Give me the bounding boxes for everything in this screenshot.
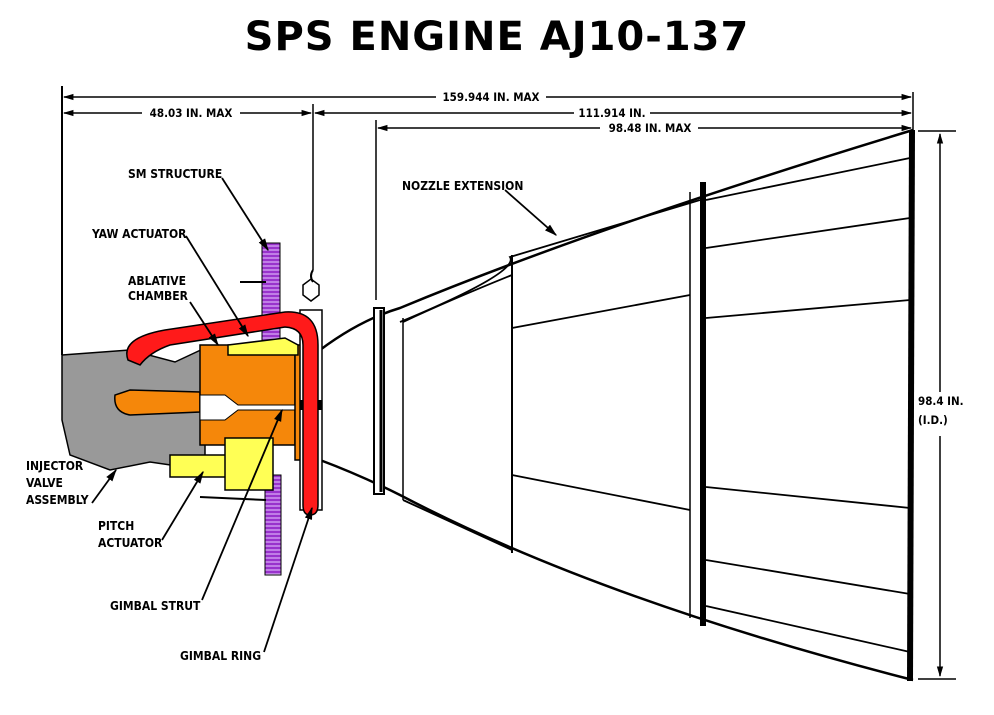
nozzle-band-lower (402, 499, 513, 551)
yaw-actuator (227, 337, 299, 356)
label-pitch-2: ACTUATOR (98, 536, 163, 550)
nozzle-panel-line-d (705, 217, 911, 249)
label-pitch-1: PITCH (98, 519, 134, 533)
injector-feed-line (114, 389, 201, 416)
dimension-lines: 159.944 IN. MAX 48.03 IN. MAX 111.914 IN… (61, 86, 964, 680)
nozzle-panel-line-a (511, 294, 691, 329)
leader-lines (91, 177, 557, 653)
nozzle-panel-line-b (511, 474, 691, 511)
nozzle-panel-line-f (705, 486, 911, 509)
nozzle-outer-top (319, 128, 914, 352)
label-gimbal-strut: GIMBAL STRUT (110, 599, 201, 613)
label-injector-1: INJECTOR (26, 459, 84, 473)
label-sm-structure: SM STRUCTURE (128, 167, 222, 181)
nozzle-panel-line-h (705, 605, 911, 653)
nozzle-extension (319, 128, 915, 682)
gimbal-to-exit-label: 111.914 IN. (578, 106, 645, 120)
nozzle-extension-leader (504, 189, 557, 236)
nozzle-panel-line-e (705, 299, 911, 319)
label-gimbal-ring: GIMBAL RING (180, 649, 261, 663)
nozzle-panel-line-c (705, 157, 911, 201)
nozzle-panel-line-g (705, 559, 911, 595)
label-nozzle-extension: NOZZLE EXTENSION (402, 179, 523, 193)
label-injector-2: VALVE (26, 476, 63, 490)
diagram-title: SPS ENGINE AJ10-137 (244, 14, 750, 60)
nozzle-exit-ring (907, 129, 915, 682)
label-injector-3: ASSEMBLY (26, 493, 89, 507)
nozzle-outer-bottom (319, 458, 914, 682)
yaw-actuator-leader (185, 235, 249, 338)
nozzle-band-upper (402, 274, 513, 323)
overall-length-label: 159.944 IN. MAX (442, 90, 539, 104)
gimbal-bearing (302, 278, 320, 302)
gimbal-ring-leader (263, 506, 313, 653)
label-yaw-actuator: YAW ACTUATOR (91, 227, 187, 241)
injector-leader (91, 468, 117, 504)
gimbal-strut-leader (201, 408, 283, 601)
sm-structure-leader (221, 177, 269, 252)
exit-diameter-id-label: (I.D.) (918, 413, 948, 427)
label-ablative-chamber-1: ABLATIVE (128, 274, 186, 288)
component-labels: SM STRUCTURE YAW ACTUATOR ABLATIVE CHAMB… (26, 167, 523, 663)
front-section-label: 48.03 IN. MAX (150, 106, 233, 120)
ablative-chamber-leader (189, 301, 219, 347)
engine-core (61, 242, 323, 576)
nozzle-length-label: 98.48 IN. MAX (609, 121, 692, 135)
pitch-actuator-leader (161, 470, 204, 541)
label-ablative-chamber-2: CHAMBER (128, 289, 189, 303)
nozzle-attach-flange (373, 307, 385, 495)
pitch-actuator (224, 437, 274, 491)
exit-diameter-label: 98.4 IN. (918, 394, 964, 408)
